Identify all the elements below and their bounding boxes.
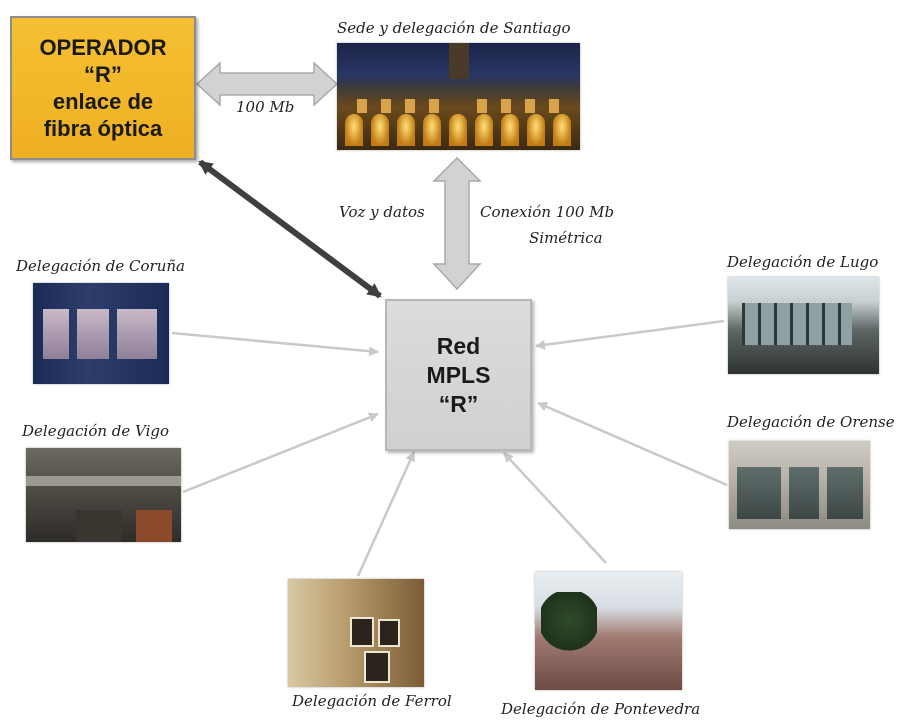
operator-line: fibra óptica [43,116,163,141]
lugo-caption: Delegación de Lugo [727,253,879,271]
orense-office-photo [729,441,870,529]
pontevedra-caption: Delegación de Pontevedra [501,700,701,718]
operator-mpls-arrow [198,159,382,299]
link-speed-label: 100 Mb [236,98,295,116]
coruna-caption: Delegación de Coruña [16,257,185,275]
mpls-line: “R” [438,390,479,417]
operator-line: “R” [84,62,122,87]
connection-label: Conexión 100 Mb [480,203,615,221]
operator-box: OPERADOR “R” enlace de fibra óptica [10,16,196,160]
ferrol-caption: Delegación de Ferrol [292,692,452,710]
ferrol-arrow [356,451,416,577]
santiago-building-photo [337,43,580,150]
vigo-office-photo [26,448,181,542]
vigo-caption: Delegación de Vigo [22,422,170,440]
mpls-network-box: Red MPLS “R” [385,299,532,451]
lugo-arrow [535,319,725,350]
lugo-office-photo [728,277,879,374]
coruna-office-photo [33,283,169,384]
santiago-mpls-block-arrow [432,156,482,291]
operator-line: enlace de [52,89,154,114]
santiago-caption: Sede y delegación de Santiago [337,19,571,37]
orense-arrow [537,401,728,487]
symmetric-label: Simétrica [529,229,603,247]
pontevedra-arrow [503,452,607,564]
mpls-line: Red [436,332,481,359]
mpls-line: MPLS [426,361,491,388]
voice-data-label: Voz y datos [339,203,425,221]
ferrol-office-photo [288,579,424,687]
operator-line: OPERADOR [39,35,167,60]
vigo-arrow [182,412,379,494]
orense-caption: Delegación de Orense [727,413,895,431]
coruna-arrow [171,331,379,357]
pontevedra-office-photo [535,572,682,690]
